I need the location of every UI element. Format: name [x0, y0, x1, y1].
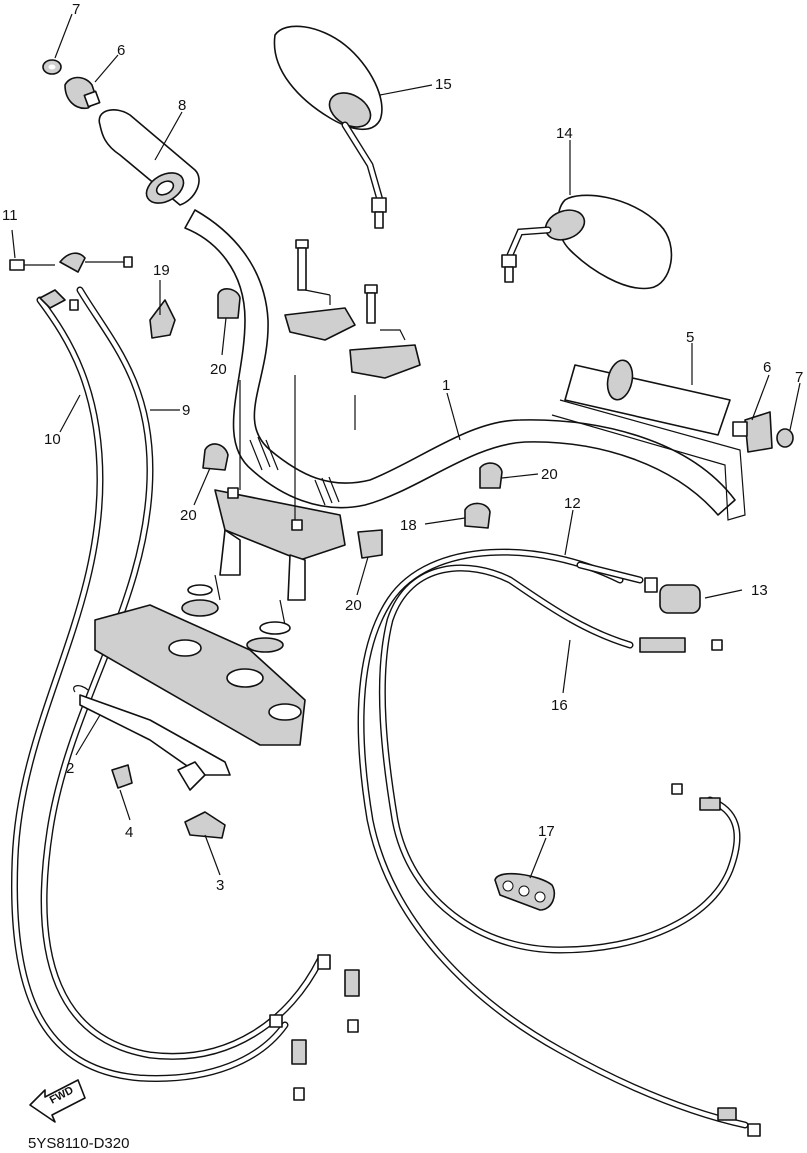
- callout-2: 2: [66, 760, 74, 777]
- clamp-3: [184, 811, 226, 839]
- callout-6-left: 6: [117, 42, 125, 59]
- bracket-clip: [177, 761, 206, 791]
- callout-17: 17: [538, 823, 555, 840]
- grip-8: [98, 109, 200, 206]
- clamp-18: [464, 502, 491, 529]
- washer-7-left: [42, 59, 62, 75]
- lower-holder: [214, 375, 356, 626]
- callout-11: 11: [2, 207, 18, 224]
- cable-16-end: [639, 637, 723, 653]
- callout-7-left: 7: [72, 1, 80, 18]
- bracket-2: [73, 685, 231, 776]
- grip-5: [551, 359, 746, 521]
- washers-damper: [181, 584, 291, 653]
- clamp-20-left: [202, 443, 229, 471]
- cable-lower-ends: [269, 954, 360, 1101]
- drawing-code: 5YS8110-D320: [28, 1135, 129, 1152]
- mirror-15: [273, 25, 387, 229]
- clamp-20-lower: [357, 529, 383, 559]
- upper-holder-bolts: [284, 239, 421, 379]
- callout-20-a: 20: [210, 361, 227, 378]
- callout-16: 16: [551, 697, 568, 714]
- cable-guide-17: [494, 872, 556, 911]
- leader-lines: [11, 13, 801, 879]
- clutch-cable-12: [357, 548, 749, 1129]
- throttle-cable-9: [40, 286, 324, 1060]
- callout-10: 10: [44, 431, 61, 448]
- callout-19: 19: [153, 262, 170, 279]
- washer-7-right: [776, 428, 794, 448]
- grip-end-6-right: [732, 411, 773, 453]
- callout-labels: 7 6 8 15 14 11 19 20 9 10 5 6 7 1 20 20 …: [2, 1, 803, 894]
- cable-17-end: [671, 783, 721, 811]
- cable-upper-ends: [9, 252, 133, 311]
- callout-15: 15: [435, 76, 452, 93]
- callout-12: 12: [564, 495, 581, 512]
- callout-5: 5: [686, 329, 694, 346]
- callout-18: 18: [400, 517, 417, 534]
- callout-9: 9: [182, 402, 190, 419]
- throttle-cable-10: [10, 296, 289, 1082]
- adjuster-13: [576, 561, 701, 614]
- callout-1: 1: [442, 377, 450, 394]
- triple-clamp: [94, 604, 306, 746]
- callout-8: 8: [178, 97, 186, 114]
- clamp-20-right: [479, 462, 503, 489]
- grip-end-6-left: [64, 76, 101, 110]
- callout-20-b: 20: [541, 466, 558, 483]
- callout-4: 4: [125, 824, 133, 841]
- callout-14: 14: [556, 125, 573, 142]
- callout-20-d: 20: [345, 597, 362, 614]
- nut-4: [111, 764, 133, 789]
- callout-6-right: 6: [763, 359, 771, 376]
- handlebar-1: [184, 209, 736, 516]
- clamp-20-upper: [217, 288, 241, 319]
- mirror-14: [501, 194, 673, 290]
- callout-3: 3: [216, 877, 224, 894]
- callout-7-right: 7: [795, 369, 803, 386]
- clamp-19: [149, 299, 176, 339]
- clutch-cable-end: [717, 1107, 761, 1137]
- callout-20-c: 20: [180, 507, 197, 524]
- callout-13: 13: [751, 582, 768, 599]
- fwd-arrow: FWD: [29, 1079, 86, 1123]
- cable-16: [378, 564, 741, 954]
